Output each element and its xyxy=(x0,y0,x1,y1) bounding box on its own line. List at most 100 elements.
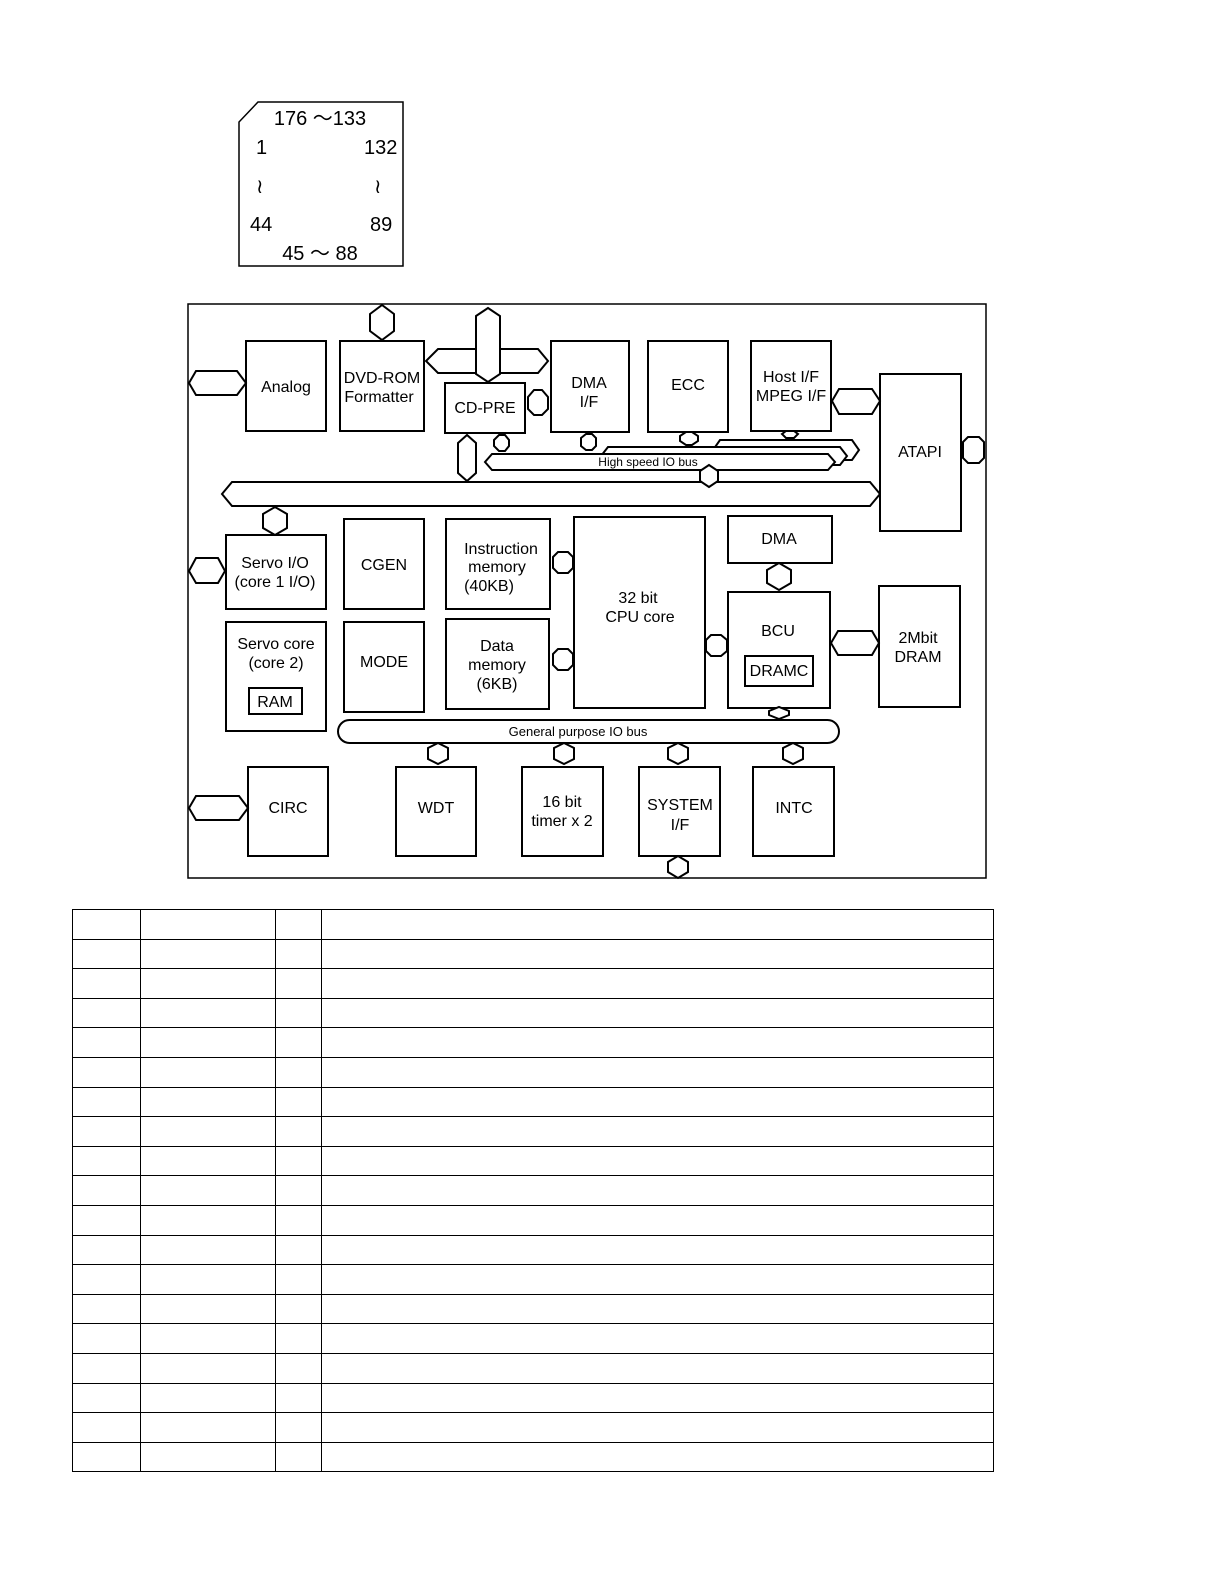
timer-label-2: timer x 2 xyxy=(531,813,592,830)
atapi-label: ATAPI xyxy=(898,444,942,461)
table-cell xyxy=(321,997,994,1029)
table-cell xyxy=(275,1027,322,1058)
table-cell xyxy=(140,1234,276,1266)
page-canvas: 176 ～133 1 132 ≀ ≀ 44 89 45 ～ 88 High sp… xyxy=(187,101,987,880)
cpu-label-2: CPU core xyxy=(605,609,674,626)
table-row xyxy=(72,968,994,999)
table-cell xyxy=(72,1352,141,1384)
pin-right-wave: ≀ xyxy=(374,176,382,198)
table-cell xyxy=(321,909,994,940)
pin-left-wave: ≀ xyxy=(256,176,264,198)
table-row xyxy=(72,1412,994,1443)
table-row xyxy=(72,1027,994,1058)
cpu-bcu-connector xyxy=(705,634,728,657)
table-cell xyxy=(140,1412,276,1443)
table-cell xyxy=(321,1145,994,1177)
instr-label-2: memory xyxy=(468,559,526,576)
intc-bus-connector xyxy=(782,741,804,766)
pin-left-top: 1 xyxy=(256,137,267,159)
general-purpose-io-bus xyxy=(337,719,840,744)
table-row xyxy=(72,1116,994,1147)
instr-label-1: Instruction xyxy=(464,541,538,558)
circ-external-connector xyxy=(187,795,250,821)
table-cell xyxy=(275,968,322,999)
table-cell xyxy=(321,1441,994,1473)
table-cell xyxy=(140,997,276,1029)
table-row xyxy=(72,1293,994,1325)
servocore-label-2: (core 2) xyxy=(248,655,303,672)
table-cell xyxy=(321,1086,994,1118)
block-servo-core xyxy=(225,621,327,732)
dram-label-2: DRAM xyxy=(894,649,941,666)
datamem-label-3: (6KB) xyxy=(477,676,518,693)
table-row xyxy=(72,1056,994,1088)
datamem-cpu-connector xyxy=(552,648,574,671)
table-row xyxy=(72,997,994,1029)
table-row xyxy=(72,1086,994,1118)
high-speed-io-bus xyxy=(483,453,837,471)
highspeed-internal-connector xyxy=(699,463,719,489)
table-cell xyxy=(321,1027,994,1058)
table-cell xyxy=(72,1412,141,1443)
table-row xyxy=(72,1382,994,1414)
table-cell xyxy=(321,1116,994,1147)
host-bus-connector xyxy=(780,430,800,439)
sysif-external-connector xyxy=(667,854,689,880)
host-label-2: MPEG I/F xyxy=(756,388,826,405)
block-cgen xyxy=(343,518,425,610)
cdpre-label: CD-PRE xyxy=(454,400,515,417)
ecc-bus-connector xyxy=(679,431,699,446)
table-cell xyxy=(72,997,141,1029)
table-cell xyxy=(72,1086,141,1118)
table-cell xyxy=(275,1382,322,1414)
wdt-label: WDT xyxy=(418,800,455,817)
table-row xyxy=(72,1323,994,1354)
table-cell xyxy=(72,1264,141,1295)
table-cell xyxy=(140,1056,276,1088)
instr-label-3: (40KB) xyxy=(464,578,514,595)
table-cell xyxy=(140,1441,276,1473)
datamem-label-2: memory xyxy=(468,657,526,674)
dvdrom-label-2: Formatter xyxy=(344,389,414,406)
intc-label: INTC xyxy=(775,800,812,817)
table-cell xyxy=(275,1086,322,1118)
dma-bcu-connector xyxy=(766,561,792,592)
block-ram xyxy=(248,687,303,715)
dmaif-bus-connector xyxy=(580,433,597,451)
table-cell xyxy=(72,1382,141,1414)
bcu-dram-connector xyxy=(829,630,881,656)
table-cell xyxy=(275,1264,322,1295)
table-cell xyxy=(275,1234,322,1266)
servoio-external-connector xyxy=(187,557,227,584)
table-cell xyxy=(275,1175,322,1206)
table-cell xyxy=(321,1293,994,1325)
cgen-label: CGEN xyxy=(361,557,407,574)
cdpre-vertical-connector xyxy=(475,306,501,384)
table-cell xyxy=(72,1323,141,1354)
circ-label: CIRC xyxy=(268,800,307,817)
internal-bus xyxy=(220,481,882,507)
cdpre-dmaif-connector xyxy=(527,389,549,416)
servoio-label-1: Servo I/O xyxy=(241,555,309,572)
table-cell xyxy=(72,1204,141,1236)
table-cell xyxy=(275,1116,322,1147)
table-cell xyxy=(321,1382,994,1414)
table-cell xyxy=(72,1056,141,1088)
servocore-label-1: Servo core xyxy=(237,636,314,653)
table-cell xyxy=(275,1323,322,1354)
bcu-bus-connector xyxy=(768,705,790,721)
table-cell xyxy=(140,1264,276,1295)
cdpre-bus-connector xyxy=(457,433,477,483)
analog-external-connector xyxy=(187,370,248,396)
sysif-label-1: SYSTEM xyxy=(647,797,713,814)
table-cell xyxy=(140,1382,276,1414)
table-cell xyxy=(321,938,994,970)
timer-label-1: 16 bit xyxy=(542,794,582,811)
servoio-bus-connector xyxy=(262,505,288,537)
dramc-label: DRAMC xyxy=(750,663,809,680)
table-cell xyxy=(72,1145,141,1177)
dvdrom-label-1: DVD-ROM xyxy=(344,370,420,387)
table-cell xyxy=(275,1293,322,1325)
wdt-bus-connector xyxy=(427,741,449,766)
table-row xyxy=(72,1264,994,1295)
